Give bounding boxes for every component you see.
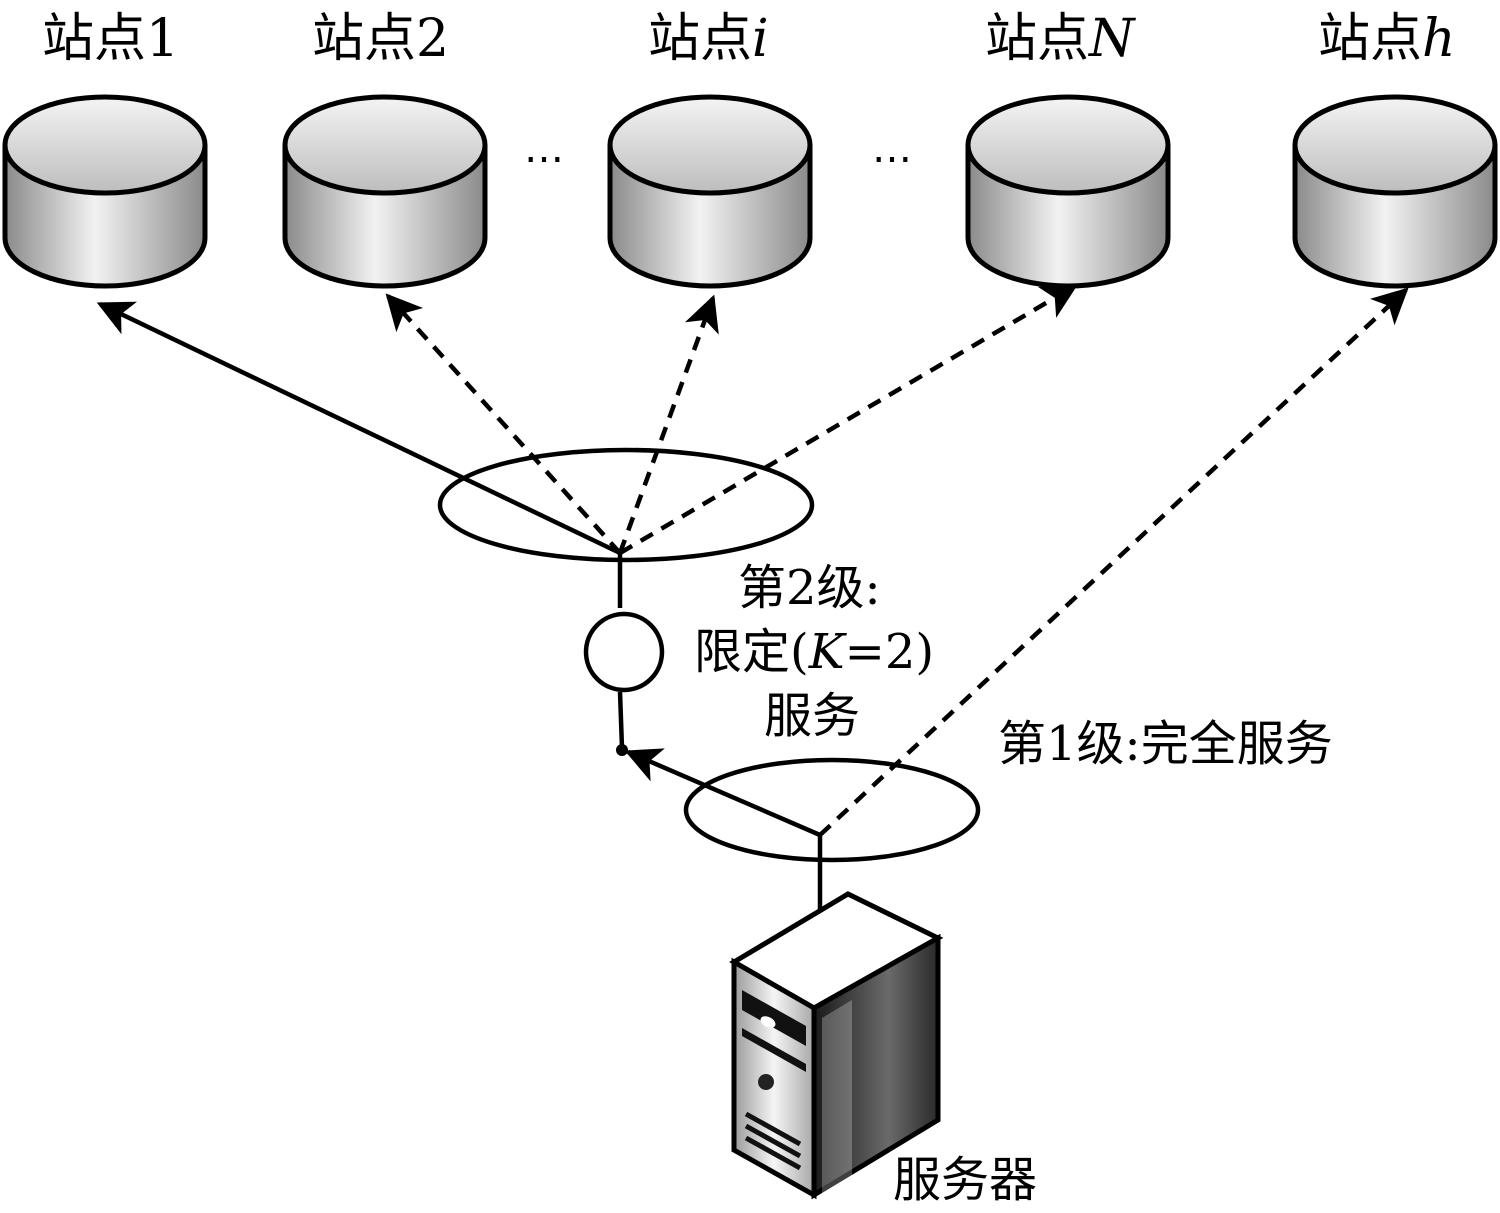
edge-to-level2 bbox=[624, 748, 821, 838]
level2-ring bbox=[437, 447, 815, 563]
site-label-n: 站点N bbox=[985, 9, 1136, 69]
edge-to-site-1 bbox=[96, 301, 621, 556]
junction-dot bbox=[616, 744, 628, 756]
level2-label-line3: 服务 bbox=[764, 688, 860, 744]
ellipsis-1: … bbox=[524, 126, 564, 172]
queue-circle-icon bbox=[583, 611, 665, 693]
site-label-1: 站点1 bbox=[42, 9, 179, 69]
database-cylinder-icon bbox=[282, 94, 488, 289]
edge-to-site-i bbox=[617, 294, 719, 554]
edge-to-site-h bbox=[818, 287, 1409, 837]
level2-label-line1: 第2级: bbox=[738, 560, 881, 616]
edge-to-site-2 bbox=[385, 293, 622, 555]
level1-ring bbox=[683, 757, 981, 863]
hub-connector-bottom bbox=[617, 691, 625, 749]
site-label-h: 站点h bbox=[1318, 9, 1456, 69]
edge-to-site-n bbox=[618, 284, 1079, 555]
level1-label: 第1级:完全服务 bbox=[998, 716, 1333, 772]
server-label: 服务器 bbox=[893, 1152, 1037, 1208]
site-label-2: 站点2 bbox=[312, 9, 449, 69]
database-cylinder-icon bbox=[965, 94, 1171, 289]
database-cylinder-icon bbox=[2, 94, 208, 289]
site-label-i: 站点i bbox=[648, 9, 769, 69]
database-cylinder-icon bbox=[607, 94, 813, 289]
level2-label-line2: 限定(K=2) bbox=[694, 624, 934, 680]
server-tower-icon bbox=[729, 891, 944, 1200]
ellipsis-2: … bbox=[872, 126, 912, 172]
database-cylinder-icon bbox=[1292, 94, 1498, 289]
